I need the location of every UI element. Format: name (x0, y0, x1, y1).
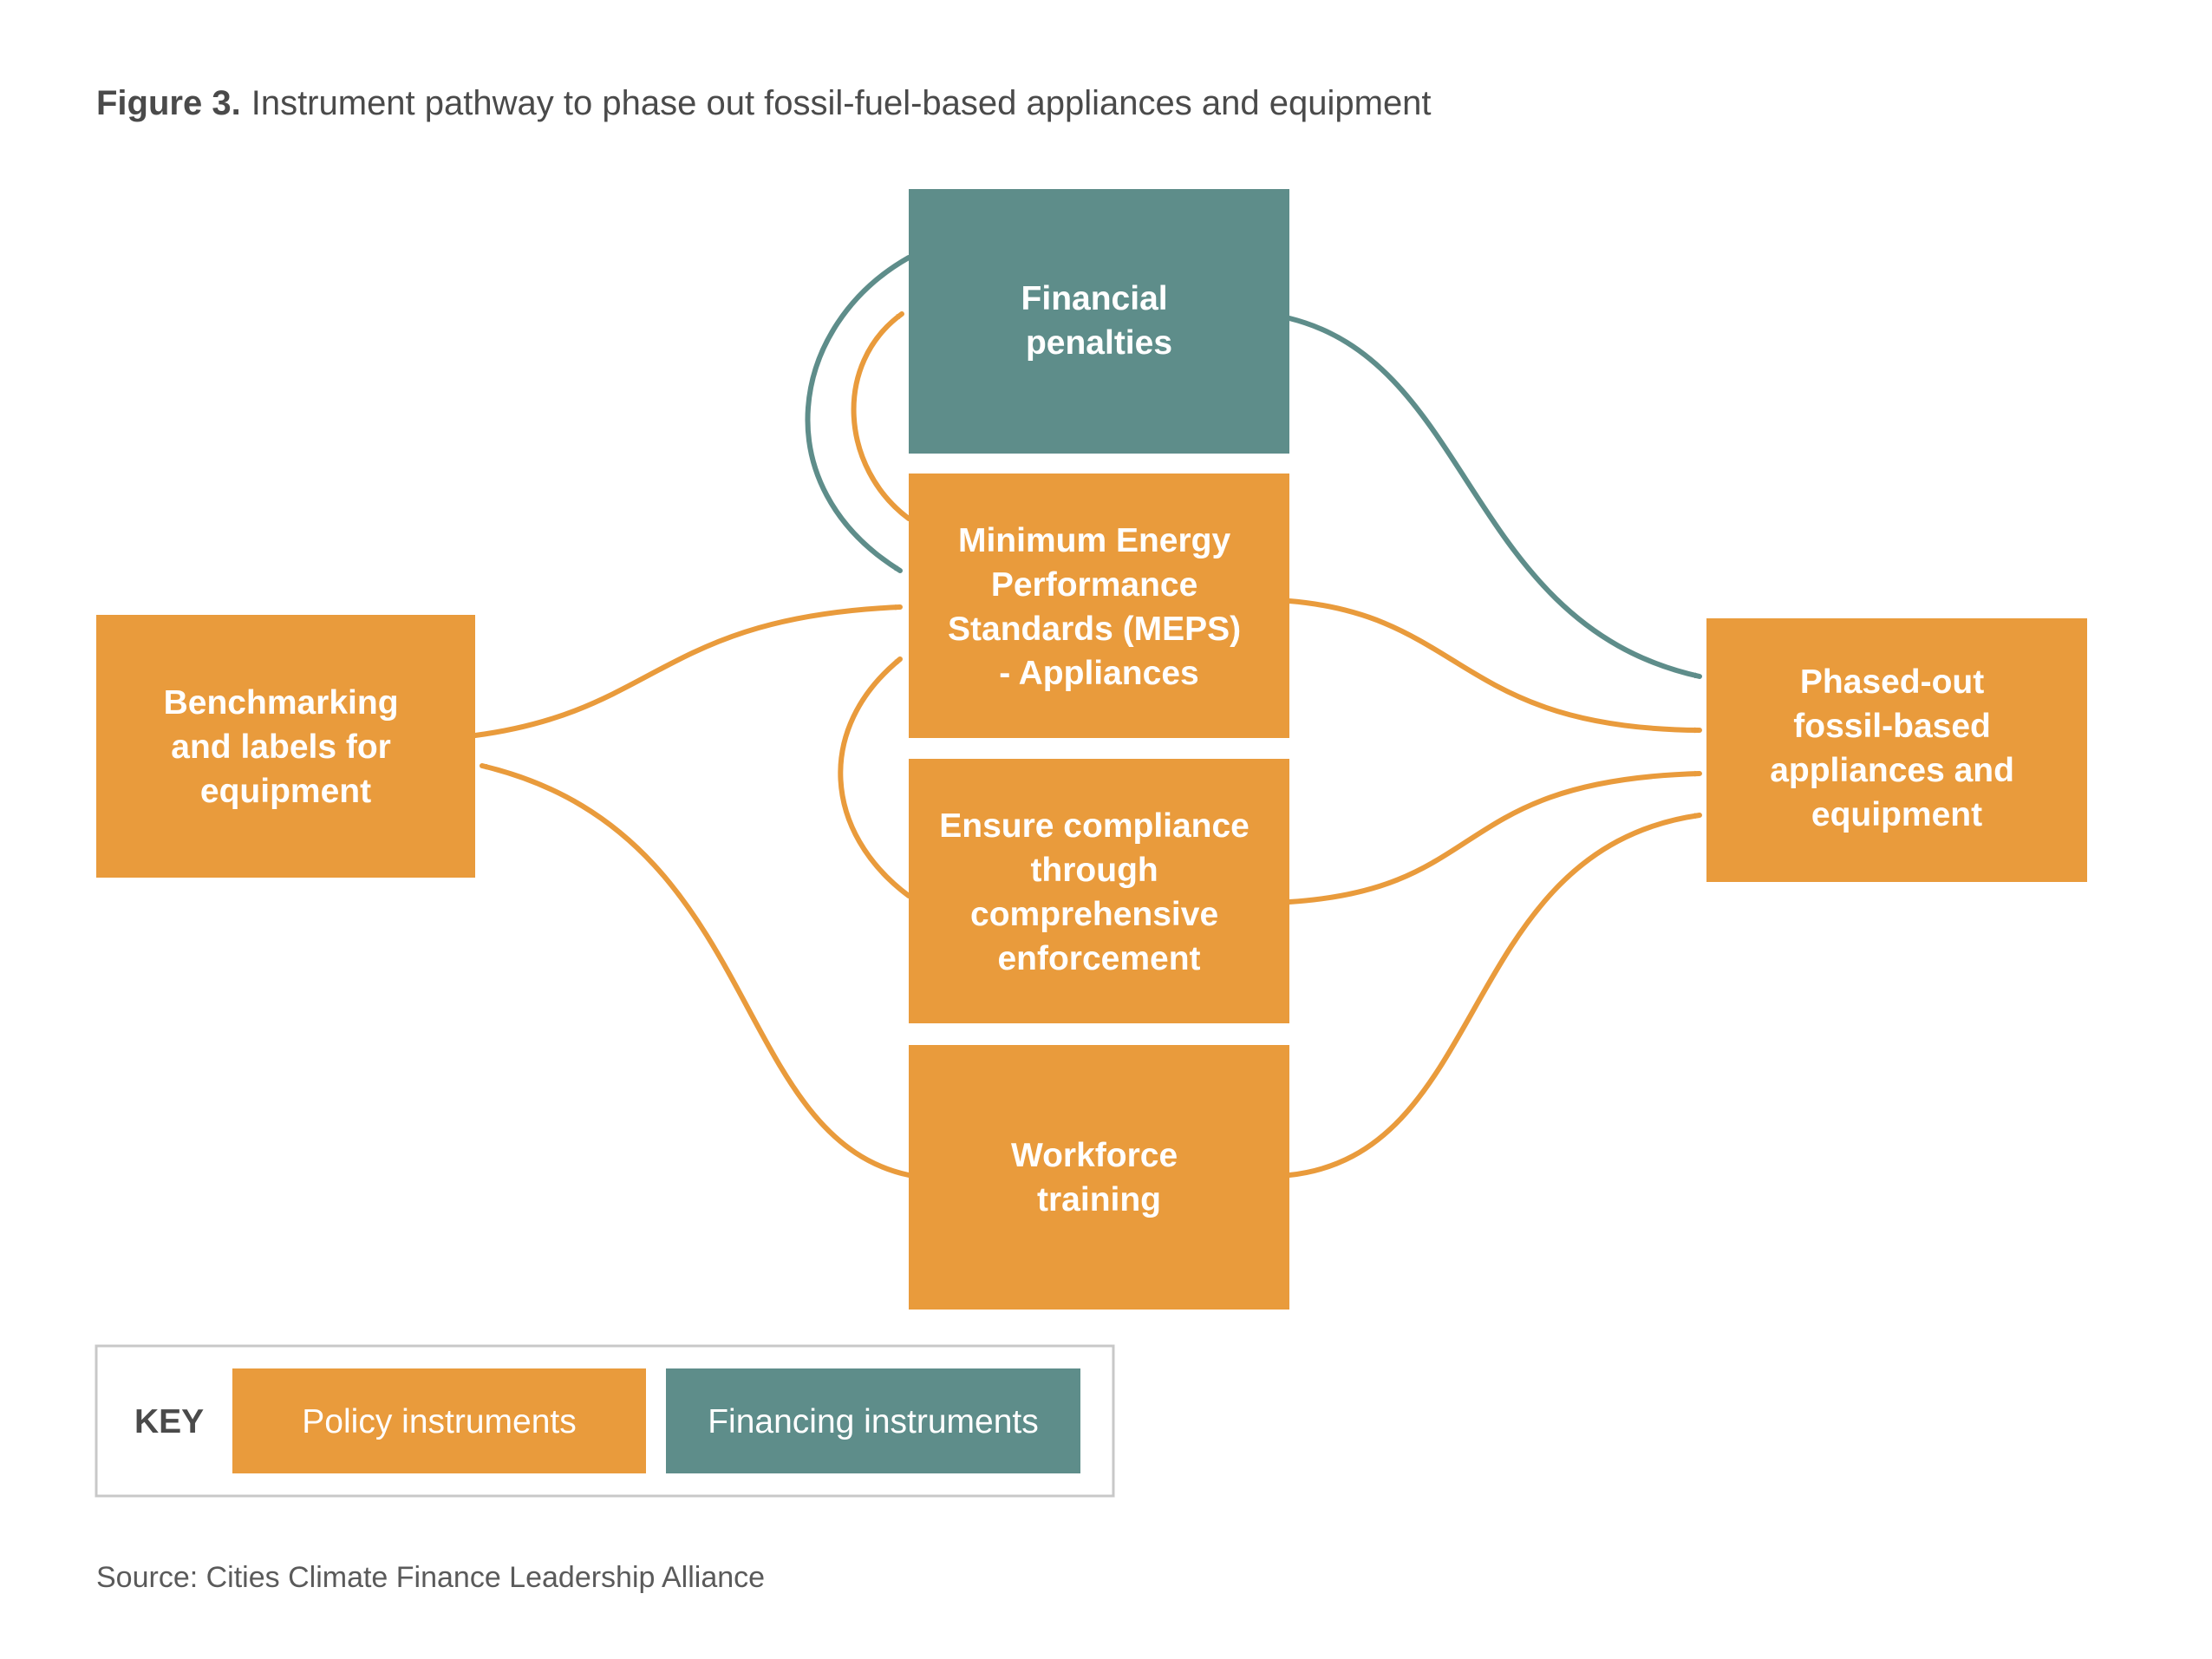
legend-key-label: KEY (134, 1403, 204, 1440)
node-phased-out-label: Phased-out fossil-based appliances and e… (1770, 663, 2024, 833)
node-meps-line-1: Minimum Energy (958, 522, 1231, 559)
edge-workforce-to-benchmarking (480, 763, 911, 1178)
node-ensure-compliance: Ensure compliance through comprehensive … (909, 759, 1289, 1023)
node-benchmarking-line-3: equipment (200, 773, 371, 810)
node-benchmarking-box (96, 615, 475, 878)
node-compliance-line-1: Ensure compliance (939, 807, 1250, 845)
node-compliance-line-3: comprehensive (970, 896, 1218, 933)
node-meps-label: Minimum Energy Performance Standards (ME… (948, 522, 1250, 692)
edge-workforce-to-phasedout (1287, 813, 1702, 1178)
node-workforce-training: Workforce training (909, 1045, 1289, 1310)
edge-compliance-to-phasedout (1287, 770, 1702, 905)
source-note: Source: Cities Climate Finance Leadershi… (96, 1561, 765, 1594)
node-financial-line-2: penalties (1026, 324, 1172, 362)
edge-benchmarking-to-meps (473, 604, 903, 738)
node-phased-out-line-1: Phased-out (1800, 663, 1984, 701)
node-benchmarking-line-2: and labels for (171, 728, 391, 766)
node-phased-out-box (1706, 618, 2087, 882)
node-financial-line-1: Financial (1021, 280, 1168, 317)
node-meps-box (909, 474, 1289, 738)
node-phased-out-line-4: equipment (1811, 796, 1982, 833)
node-phased-out: Phased-out fossil-based appliances and e… (1706, 618, 2087, 882)
node-financial-penalties-label: Financial penalties (1021, 280, 1178, 362)
node-benchmarking: Benchmarking and labels for equipment (96, 615, 475, 878)
node-compliance-line-4: enforcement (997, 940, 1200, 977)
figure-title: Figure 3. Instrument pathway to phase out… (96, 84, 1432, 122)
node-compliance-label: Ensure compliance through comprehensive … (939, 807, 1258, 977)
node-workforce-line-2: training (1037, 1181, 1161, 1218)
legend-policy-label: Policy instruments (302, 1403, 576, 1440)
node-meps-line-2: Performance (991, 566, 1197, 604)
legend-key: KEY Policy instruments Financing instrum… (95, 1344, 1115, 1498)
node-financial-penalties: Financial penalties (909, 189, 1289, 454)
edge-financial-to-phasedout (1287, 316, 1702, 679)
figure-label: Figure 3. (96, 84, 241, 122)
node-meps-line-4: - Appliances (999, 655, 1198, 692)
node-meps-line-3: Standards (MEPS) (948, 611, 1241, 648)
edges (473, 255, 1702, 1178)
edge-meps-to-phasedout (1287, 598, 1702, 734)
edge-meps-to-financial (851, 311, 911, 521)
legend-financing-swatch (666, 1368, 1080, 1473)
node-phased-out-line-2: fossil-based (1793, 708, 1991, 745)
node-compliance-box (909, 759, 1289, 1023)
edge-compliance-to-meps (838, 656, 911, 898)
legend-policy-swatch (232, 1368, 646, 1473)
node-meps: Minimum Energy Performance Standards (ME… (909, 474, 1289, 738)
node-financial-penalties-box (909, 189, 1289, 454)
figure-title-text: Instrument pathway to phase out fossil-f… (251, 84, 1432, 122)
node-compliance-line-2: through (1030, 852, 1158, 889)
node-workforce-line-1: Workforce (1011, 1137, 1178, 1174)
node-benchmarking-line-1: Benchmarking (164, 684, 399, 722)
edge-financial-to-meps (805, 255, 911, 573)
legend-financing-label: Financing instruments (708, 1403, 1039, 1440)
node-benchmarking-label: Benchmarking and labels for equipment (164, 684, 408, 810)
node-workforce-box (909, 1045, 1289, 1310)
node-workforce-label: Workforce training (1011, 1137, 1187, 1218)
node-phased-out-line-3: appliances and (1770, 752, 2014, 789)
